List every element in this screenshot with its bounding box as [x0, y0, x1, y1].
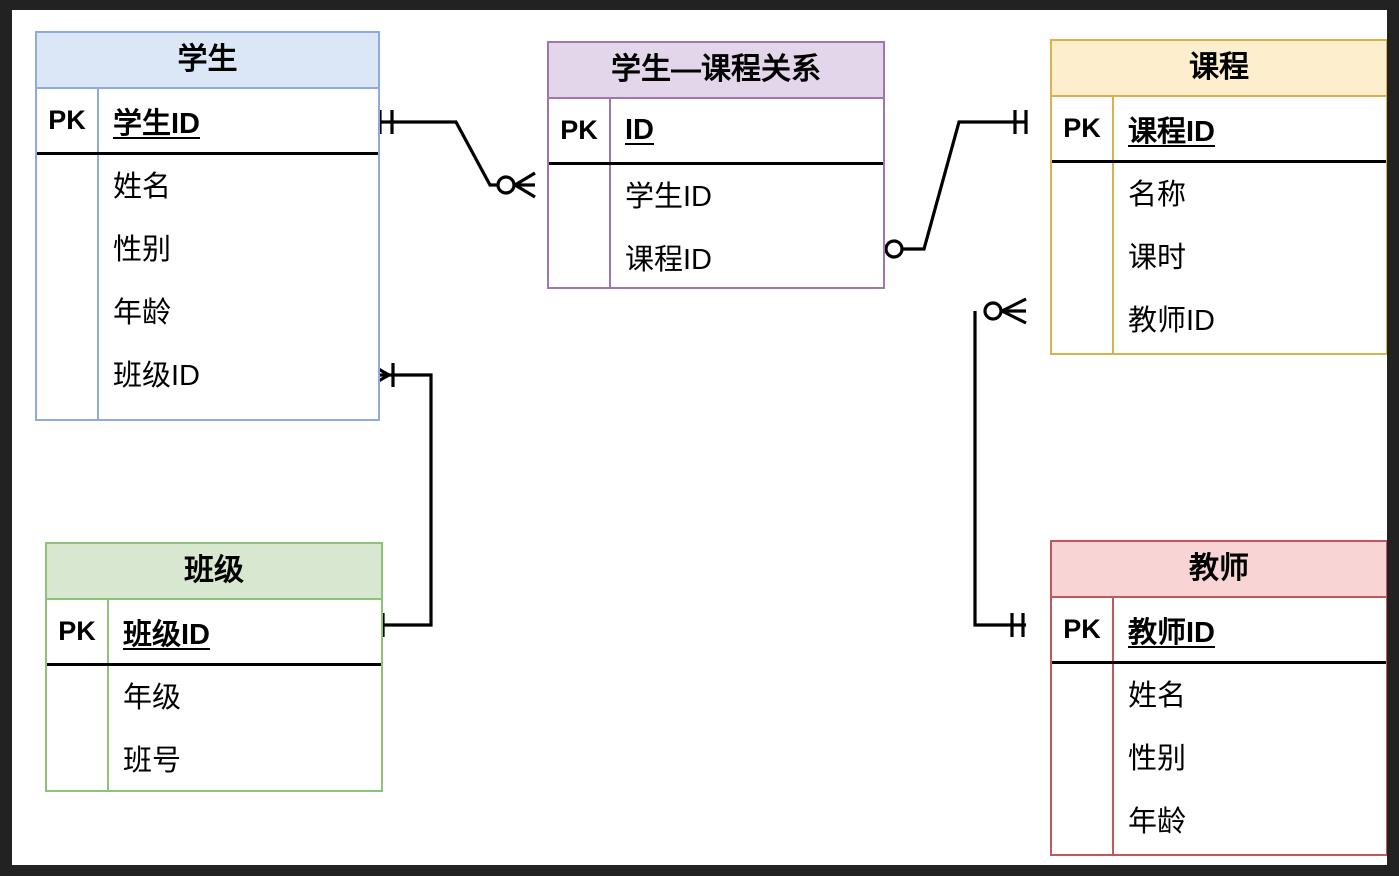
entity-course-pk-label: PK [1063, 113, 1101, 143]
entity-teacher-row-attr-2[interactable]: 年龄 [1052, 787, 1386, 850]
entity-class-row-attr-0[interactable]: 年级 [47, 663, 381, 726]
entity-student-column-divider [97, 89, 99, 419]
entity-student-row-attr-2[interactable]: 年龄 [37, 278, 378, 341]
entity-course-row-attr-2[interactable]: 教师ID [1052, 286, 1386, 349]
entity-class-header: 班级 [47, 544, 381, 600]
entity-class[interactable]: 班级 PK 班级ID 年级 班号 [45, 542, 383, 792]
entity-student-course-attr-0: 学生ID [625, 180, 713, 213]
entity-course-attr-1: 课时 [1128, 241, 1187, 274]
entity-teacher-key-1 [1052, 724, 1112, 787]
entity-student-attr-3: 班级ID [113, 359, 201, 392]
entity-teacher[interactable]: 教师 PK 教师ID 姓名 性别 年龄 [1050, 540, 1387, 856]
entity-teacher-row-pk[interactable]: PK 教师ID [1052, 598, 1386, 661]
entity-course-pk-text: 课程ID [1128, 115, 1216, 148]
entity-student-title: 学生 [177, 43, 238, 76]
entity-student-attr-0: 姓名 [113, 170, 172, 203]
entity-student-attr-2: 年龄 [113, 296, 172, 329]
entity-class-body: PK 班级ID 年级 班号 [47, 600, 381, 790]
entity-student-key-1 [37, 215, 97, 278]
entity-course[interactable]: 课程 PK 课程ID 名称 课时 教师ID [1050, 39, 1387, 355]
entity-student-course-row-pk[interactable]: PK ID [549, 99, 883, 162]
entity-student-row-attr-0[interactable]: 姓名 [37, 152, 378, 215]
entity-teacher-header: 教师 [1052, 542, 1386, 598]
entity-teacher-title: 教师 [1189, 552, 1249, 585]
entity-class-pk-label: PK [58, 616, 96, 646]
entity-class-key-0 [47, 663, 107, 726]
entity-course-body: PK 课程ID 名称 课时 教师ID [1052, 97, 1386, 353]
entity-student-pk-separator [37, 152, 378, 155]
entity-course-attr-0: 名称 [1128, 178, 1187, 211]
entity-course-row-attr-0[interactable]: 名称 [1052, 160, 1386, 223]
entity-course-attr-2: 教师ID [1128, 304, 1216, 337]
entity-teacher-pk-text: 教师ID [1128, 616, 1216, 649]
entity-course-row-pk[interactable]: PK 课程ID [1052, 97, 1386, 160]
entity-student-pk-label: PK [48, 105, 86, 135]
entity-class-row-pk[interactable]: PK 班级ID [47, 600, 381, 663]
entity-class-pk-attribute: 班级ID [107, 600, 381, 663]
entity-teacher-attr-0: 姓名 [1128, 679, 1187, 712]
entity-teacher-key-0 [1052, 661, 1112, 724]
entity-student-row-pk[interactable]: PK 学生ID [37, 89, 378, 152]
entity-course-key-1 [1052, 223, 1112, 286]
entity-teacher-body: PK 教师ID 姓名 性别 年龄 [1052, 598, 1386, 854]
entity-course-header: 课程 [1052, 41, 1386, 97]
entity-teacher-pk-separator [1052, 661, 1386, 664]
entity-course-row-attr-1[interactable]: 课时 [1052, 223, 1386, 286]
entity-student-key-3 [37, 341, 97, 404]
entity-student-course-column-divider [609, 99, 611, 287]
entity-teacher-column-divider [1112, 598, 1114, 854]
entity-teacher-attr-2: 年龄 [1128, 805, 1187, 838]
entity-class-key-1 [47, 726, 107, 789]
entity-student-course-pk-text: ID [625, 114, 654, 146]
entity-student-course-pk-separator [549, 162, 883, 165]
entity-class-row-attr-1[interactable]: 班号 [47, 726, 381, 789]
link-teacher-to-course [973, 297, 1027, 637]
entity-course-title: 课程 [1189, 51, 1249, 84]
entity-student-course[interactable]: 学生—课程关系 PK ID 学生ID 课程ID [547, 41, 885, 289]
entity-student-course-header: 学生—课程关系 [549, 43, 883, 99]
link-student-to-student-course [368, 110, 536, 199]
entity-class-pk-separator [47, 663, 381, 666]
entity-teacher-pk-attribute: 教师ID [1112, 598, 1386, 661]
entity-student-course-row-attr-0[interactable]: 学生ID [549, 162, 883, 225]
entity-student-course-pk-attribute: ID [609, 99, 883, 162]
entity-student-course-key-0 [549, 162, 609, 225]
entity-teacher-pk-label: PK [1063, 614, 1101, 644]
entity-class-title: 班级 [184, 554, 244, 587]
entity-course-pk-separator [1052, 160, 1386, 163]
entity-student-course-row-attr-1[interactable]: 课程ID [549, 225, 883, 288]
entity-teacher-attr-1: 性别 [1128, 742, 1187, 775]
entity-class-pk-text: 班级ID [123, 618, 211, 651]
entity-student-pk-attribute: 学生ID [97, 89, 378, 152]
entity-student-course-pk-label: PK [560, 115, 598, 145]
entity-student-attr-1: 性别 [113, 233, 172, 266]
entity-teacher-key-2 [1052, 787, 1112, 850]
link-student-course-to-course [865, 110, 1028, 262]
entity-student-course-attr-1: 课程ID [625, 243, 713, 276]
entity-student-course-body: PK ID 学生ID 课程ID [549, 99, 883, 287]
entity-student-course-key-1 [549, 225, 609, 288]
entity-student-body: PK 学生ID 姓名 性别 年龄 班级ID [37, 89, 378, 419]
entity-course-key-0 [1052, 160, 1112, 223]
entity-teacher-row-attr-1[interactable]: 性别 [1052, 724, 1386, 787]
entity-class-attr-1: 班号 [123, 744, 182, 777]
diagram-canvas[interactable]: 学生 PK 学生ID 姓名 性别 年龄 [12, 10, 1387, 865]
entity-student[interactable]: 学生 PK 学生ID 姓名 性别 年龄 [35, 31, 380, 421]
entity-student-row-attr-3[interactable]: 班级ID [37, 341, 378, 404]
entity-teacher-row-attr-0[interactable]: 姓名 [1052, 661, 1386, 724]
entity-student-header: 学生 [37, 33, 378, 89]
entity-course-column-divider [1112, 97, 1114, 353]
entity-class-attr-0: 年级 [123, 681, 182, 714]
entity-student-course-title: 学生—课程关系 [611, 53, 821, 86]
entity-student-pk-text: 学生ID [113, 107, 201, 140]
entity-course-key-2 [1052, 286, 1112, 349]
entity-student-key-2 [37, 278, 97, 341]
entity-class-column-divider [107, 600, 109, 790]
entity-student-key-0 [37, 152, 97, 215]
entity-student-row-attr-1[interactable]: 性别 [37, 215, 378, 278]
entity-course-pk-attribute: 课程ID [1112, 97, 1386, 160]
